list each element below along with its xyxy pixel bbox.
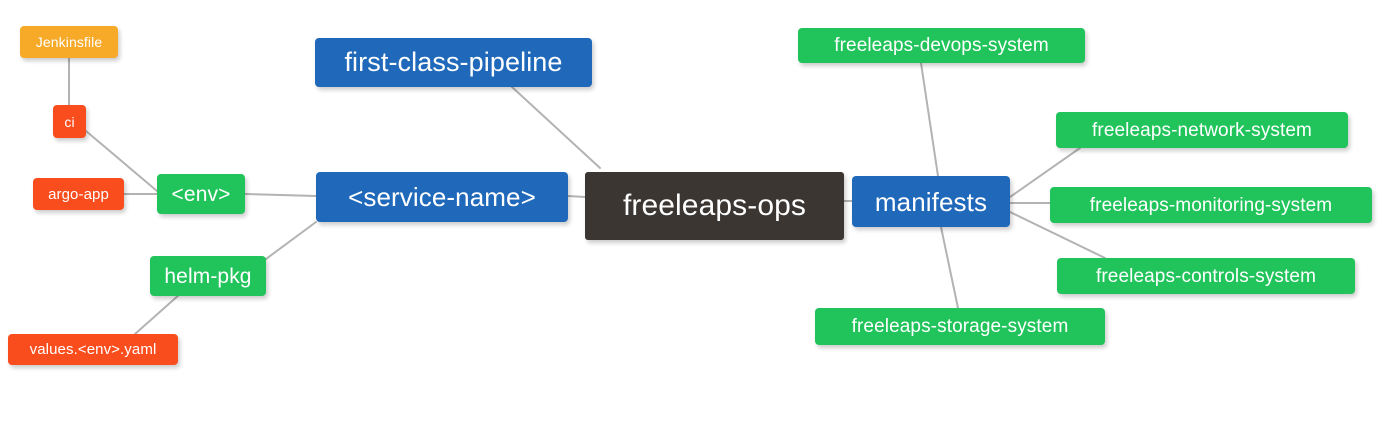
node-manifests[interactable]: manifests [852, 176, 1010, 227]
node-label: <env> [171, 182, 231, 206]
node-freeleaps-ops[interactable]: freeleaps-ops [585, 172, 844, 240]
edge-first-class-pipeline-to-freeleaps-ops [511, 86, 601, 169]
node-label: <service-name> [348, 182, 536, 212]
node-values-yaml[interactable]: values.<env>.yaml [8, 334, 178, 365]
node-label: freeleaps-devops-system [834, 35, 1049, 56]
edge-helm-pkg-to-values-yaml [134, 293, 181, 335]
edge-service-name-to-helm-pkg [265, 221, 317, 260]
node-label: manifests [874, 186, 988, 217]
node-label: freeleaps-monitoring-system [1089, 194, 1333, 216]
node-label: freeleaps-storage-system [851, 316, 1069, 337]
node-first-class-pipeline[interactable]: first-class-pipeline [315, 38, 592, 87]
node-freeleaps-controls-system[interactable]: freeleaps-controls-system [1057, 258, 1355, 294]
node-label: Jenkinsfile [35, 34, 103, 50]
node-label: first-class-pipeline [344, 47, 563, 77]
node-service-name[interactable]: <service-name> [316, 172, 568, 222]
node-label: argo-app [48, 185, 109, 203]
edge-env-to-service-name [244, 193, 317, 197]
node-label: ci [64, 113, 75, 130]
node-argo-app[interactable]: argo-app [33, 178, 124, 210]
node-freeleaps-storage-system[interactable]: freeleaps-storage-system [815, 308, 1105, 345]
edge-manifests-to-freeleaps-storage-system [940, 226, 959, 309]
node-label: freeleaps-ops [622, 189, 807, 222]
node-ci[interactable]: ci [53, 105, 86, 138]
node-label: freeleaps-controls-system [1095, 265, 1317, 287]
edge-service-name-to-freeleaps-ops [567, 195, 586, 198]
node-label: freeleaps-network-system [1092, 119, 1312, 141]
node-env[interactable]: <env> [157, 174, 245, 214]
node-freeleaps-monitoring-system[interactable]: freeleaps-monitoring-system [1050, 187, 1372, 223]
node-label: helm-pkg [164, 264, 252, 288]
edge-manifests-to-freeleaps-devops-system [920, 62, 939, 177]
node-helm-pkg[interactable]: helm-pkg [150, 256, 266, 296]
node-label: values.<env>.yaml [29, 341, 157, 358]
node-freeleaps-devops-system[interactable]: freeleaps-devops-system [798, 28, 1085, 63]
node-jenkinsfile[interactable]: Jenkinsfile [20, 26, 118, 58]
node-freeleaps-network-system[interactable]: freeleaps-network-system [1056, 112, 1348, 148]
